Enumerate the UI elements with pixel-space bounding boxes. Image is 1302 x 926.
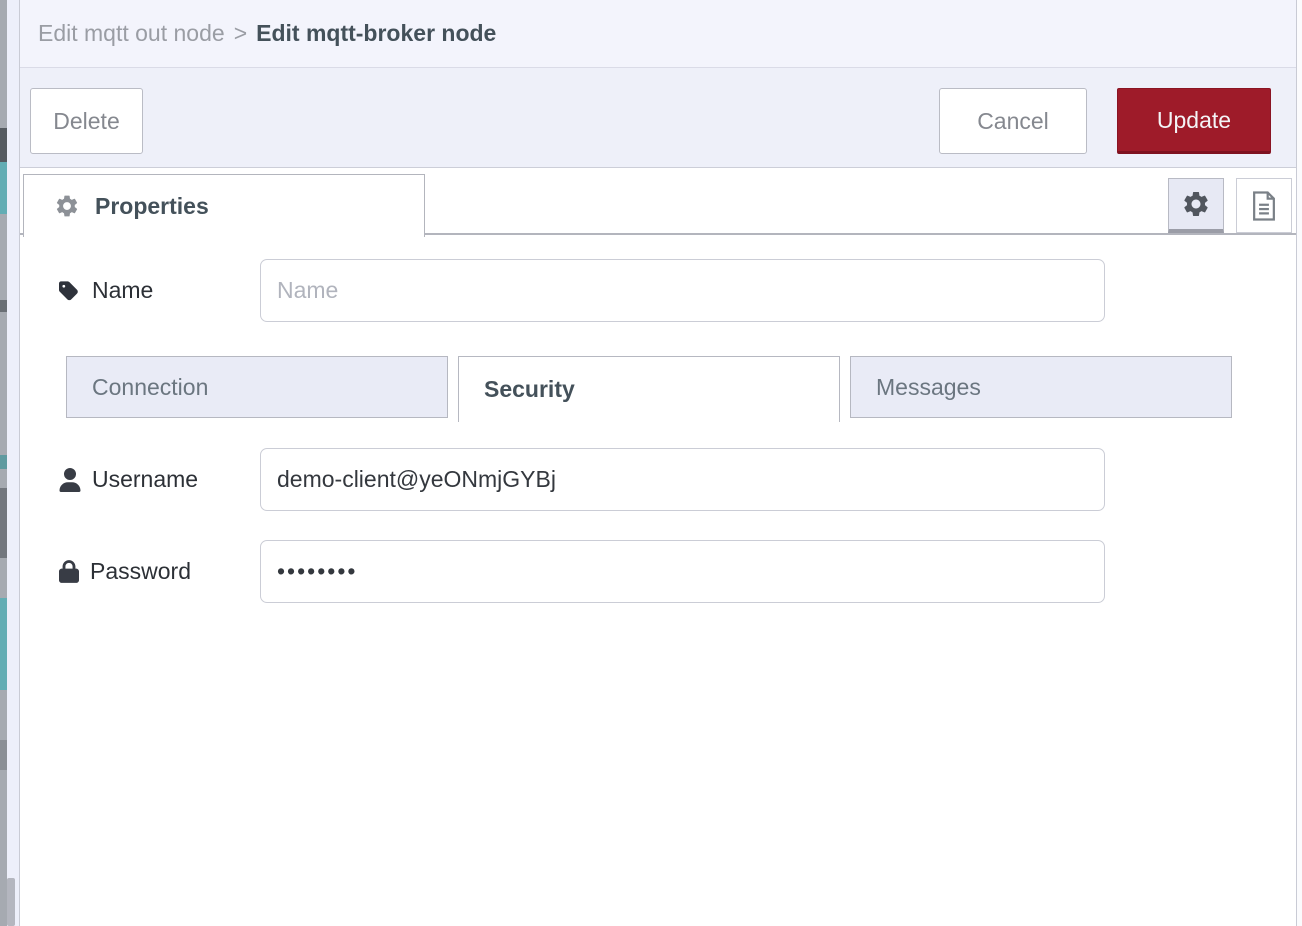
username-input[interactable] [260, 448, 1105, 511]
edit-node-dialog: Edit mqtt out node > Edit mqtt-broker no… [20, 0, 1297, 926]
gear-icon [1181, 189, 1211, 219]
workspace-node-fragment [0, 488, 7, 558]
tab-security[interactable]: Security [458, 356, 840, 422]
tab-properties[interactable]: Properties [23, 174, 425, 237]
user-icon [59, 467, 81, 492]
delete-button[interactable]: Delete [30, 88, 143, 154]
workspace-node-fragment [0, 455, 7, 469]
tag-icon [59, 280, 81, 302]
username-field-row: Username [59, 448, 1296, 511]
update-button[interactable]: Update [1117, 88, 1271, 154]
workspace-node-fragment [0, 598, 7, 690]
workspace-node-fragment [0, 128, 7, 162]
tray-left-rail [7, 0, 20, 926]
scrollbar-thumb[interactable] [7, 878, 15, 926]
name-label: Name [59, 277, 260, 304]
password-label-text: Password [90, 558, 191, 584]
tab-messages[interactable]: Messages [850, 356, 1232, 418]
workspace-edge [0, 0, 7, 926]
edit-properties-button[interactable] [1168, 178, 1224, 233]
right-gutter [1297, 0, 1302, 926]
breadcrumb-current: Edit mqtt-broker node [256, 20, 497, 46]
workspace-node-fragment [0, 740, 7, 770]
tab-security-label: Security [484, 376, 575, 402]
editor-tab-header: Properties [20, 168, 1296, 237]
password-input[interactable] [260, 540, 1105, 603]
breadcrumb: Edit mqtt out node > Edit mqtt-broker no… [20, 0, 1296, 68]
breadcrumb-separator: > [233, 20, 248, 46]
dialog-toolbar: Delete Cancel Update [20, 68, 1296, 168]
username-label: Username [59, 466, 260, 493]
form-content: Name Connection Security Messages [20, 259, 1296, 603]
lock-icon [59, 560, 79, 583]
broker-config-tabs: Connection Security Messages [66, 356, 1296, 422]
gear-icon [54, 193, 80, 219]
password-field-row: Password [59, 540, 1296, 603]
tab-connection-label: Connection [92, 373, 209, 400]
tab-messages-label: Messages [876, 373, 981, 400]
username-label-text: Username [92, 466, 199, 492]
name-field-row: Name [59, 259, 1296, 322]
tab-properties-label: Properties [95, 192, 209, 219]
document-icon [1249, 190, 1279, 222]
cancel-button[interactable]: Cancel [939, 88, 1087, 154]
workspace-node-fragment [0, 162, 7, 214]
name-label-text: Name [92, 277, 154, 303]
workspace-node-fragment [0, 300, 7, 312]
breadcrumb-parent-link[interactable]: Edit mqtt out node [38, 20, 225, 46]
edit-description-button[interactable] [1236, 178, 1292, 233]
password-label: Password [59, 558, 260, 585]
name-input[interactable] [260, 259, 1105, 322]
tab-connection[interactable]: Connection [66, 356, 448, 418]
